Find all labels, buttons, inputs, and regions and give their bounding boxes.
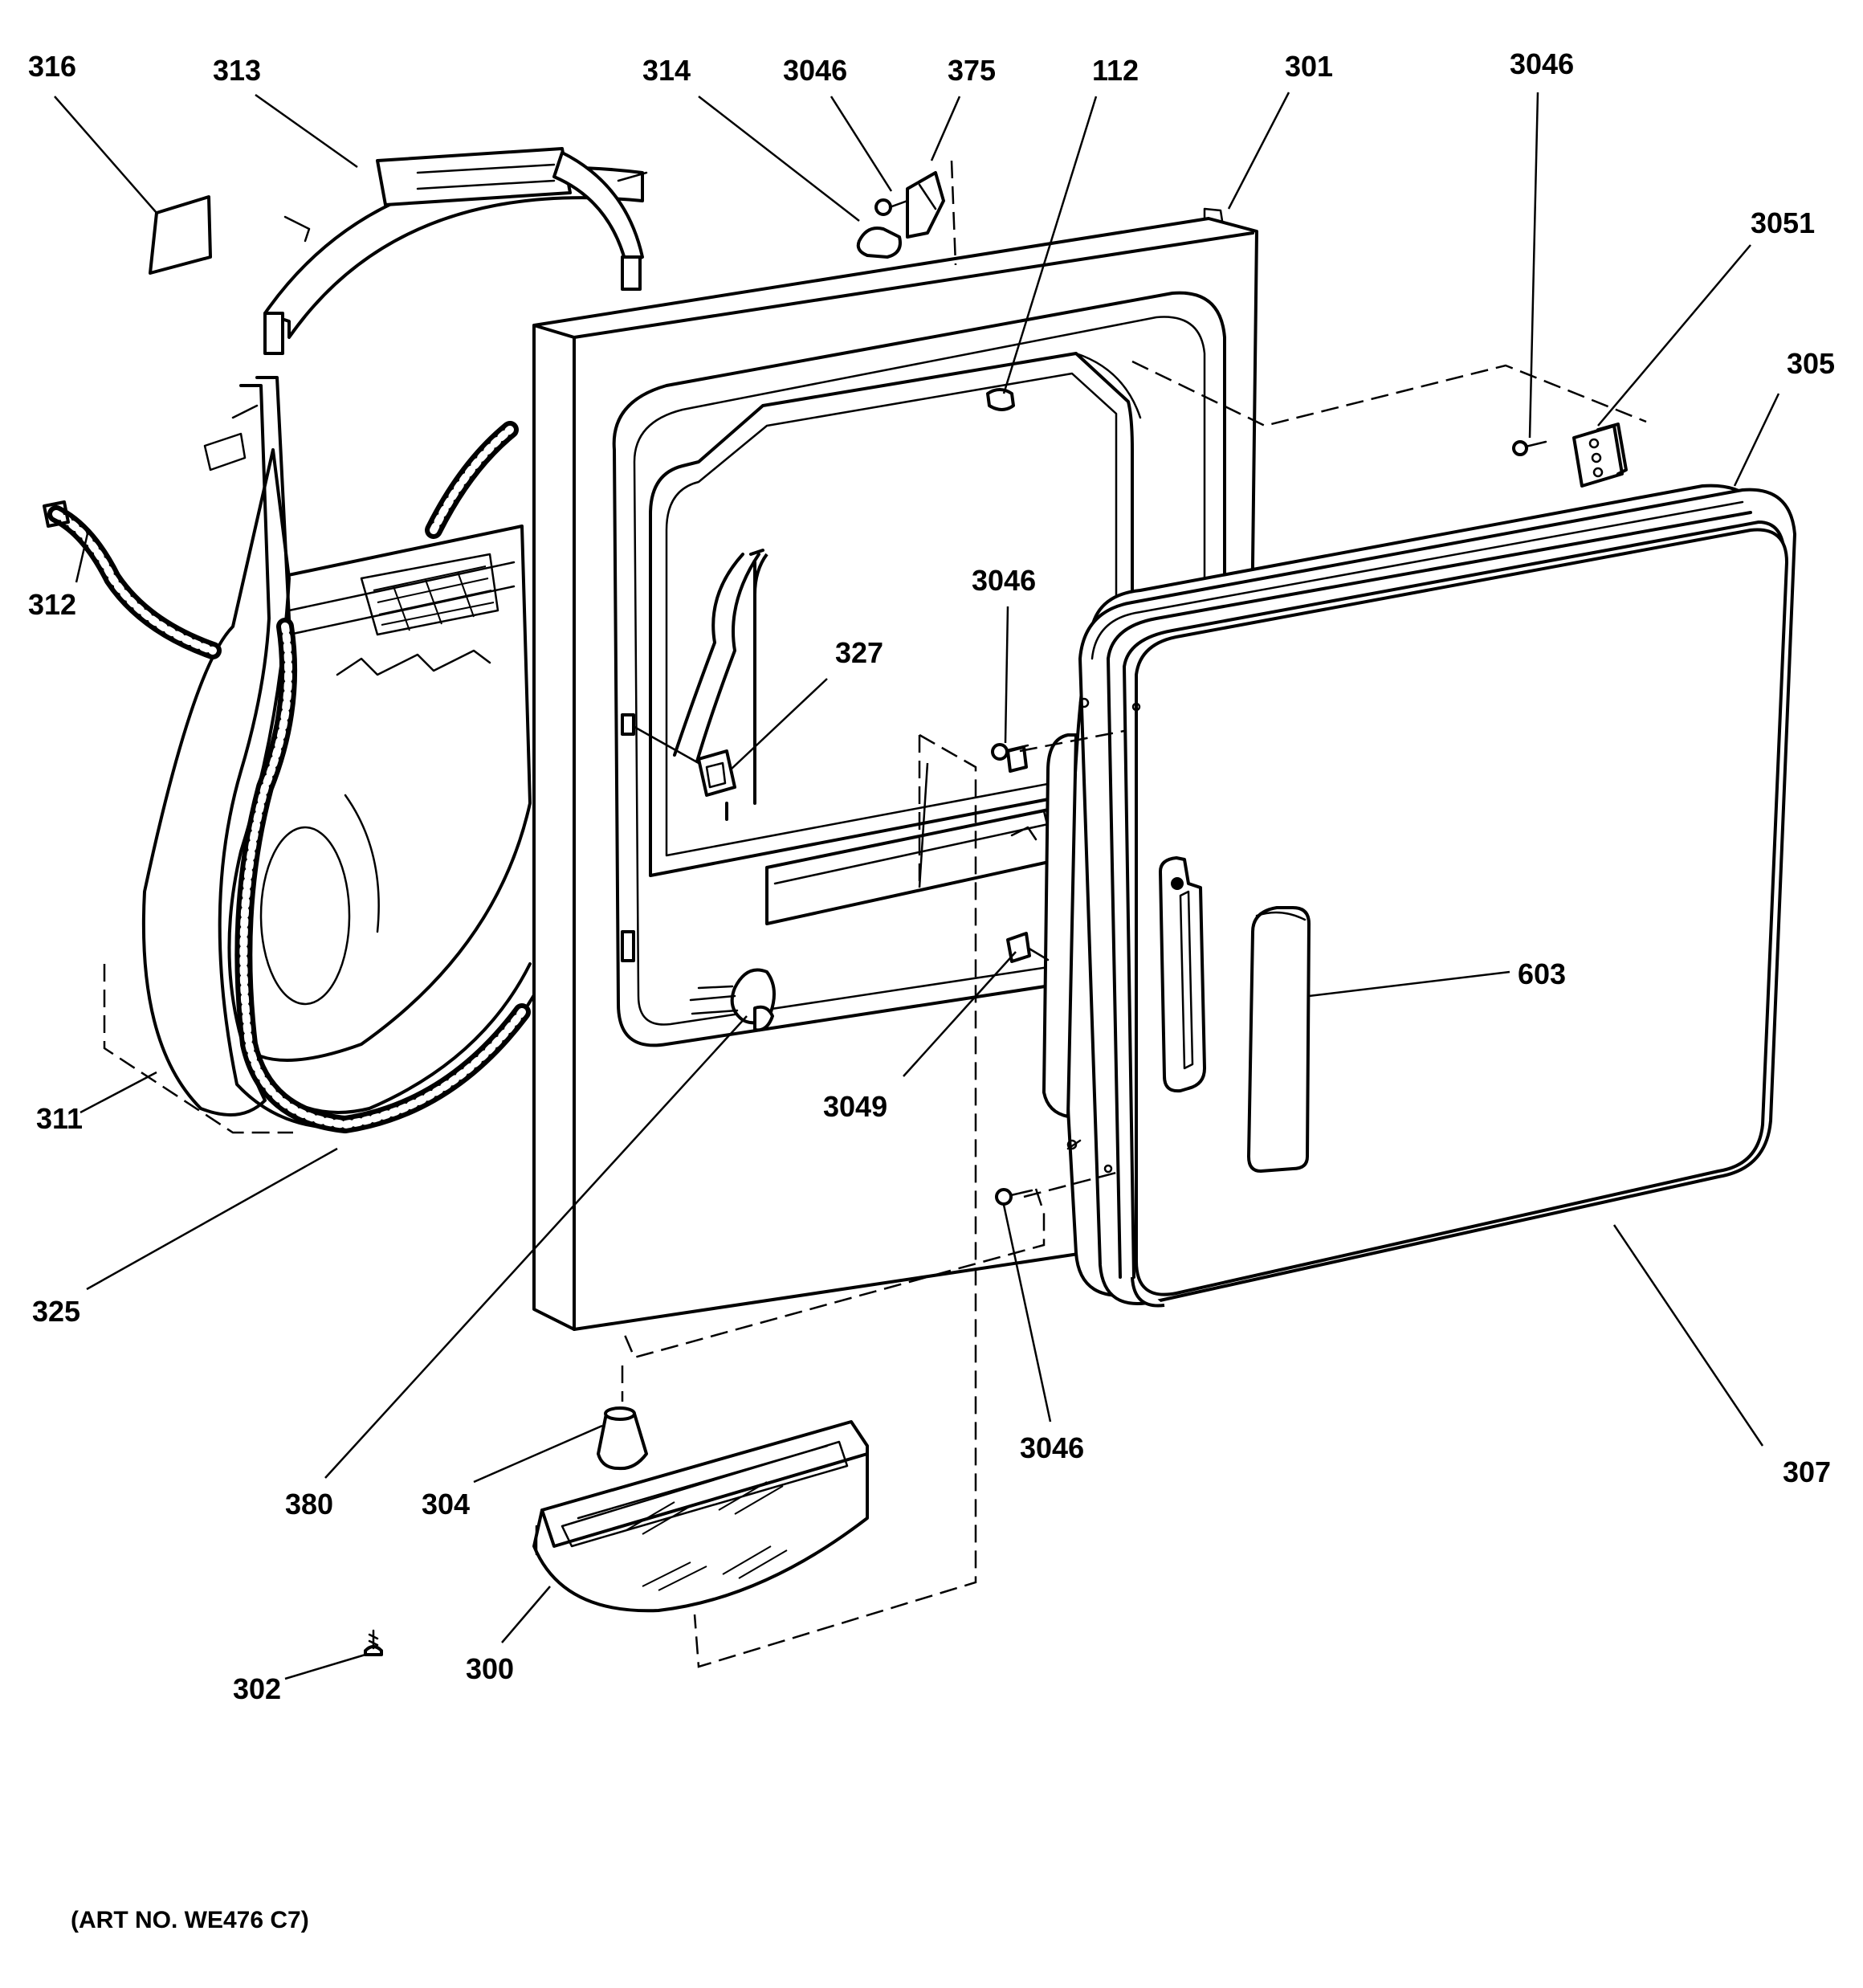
callout-312: 312: [28, 588, 76, 621]
callout-3049: 3049: [823, 1090, 887, 1123]
assembly-lines: [103, 160, 1647, 1668]
callout-112: 112: [1092, 54, 1139, 87]
callout-316: 316: [28, 50, 76, 83]
foam-strip-316: [149, 195, 212, 275]
wire-harness: [43, 500, 222, 659]
callout-314: 314: [642, 54, 691, 87]
callout-325: 325: [32, 1295, 80, 1328]
door-stop-112: [986, 388, 1015, 411]
callout-3046-right: 3046: [1510, 47, 1574, 80]
callout-3046-top: 3046: [783, 54, 847, 87]
callout-300: 300: [466, 1652, 514, 1685]
lint-filter-300: [532, 1420, 869, 1613]
callout-305: 305: [1787, 347, 1835, 380]
callout-313: 313: [213, 54, 261, 87]
screw-3046-lower: [995, 1188, 1033, 1206]
leveling-leg-304: [597, 1406, 648, 1471]
start-switch-380: [689, 968, 776, 1032]
lamp-assembly: [856, 171, 945, 259]
callout-3046-mid: 3046: [972, 564, 1036, 597]
door-switch-327: [633, 725, 736, 797]
drum-front-assembly: [43, 376, 540, 1133]
callout-3046-bottom: 3046: [1020, 1431, 1084, 1464]
screw-302: [364, 1629, 383, 1656]
screw-3046-hinge: [1512, 440, 1547, 456]
callout-311: 311: [36, 1102, 83, 1135]
callout-304: 304: [422, 1488, 470, 1521]
drum-felt-seal: [234, 618, 531, 1133]
callout-380: 380: [285, 1488, 333, 1521]
door-handle-603: [1247, 906, 1311, 1173]
callout-603: 603: [1518, 957, 1566, 990]
callout-302: 302: [233, 1672, 281, 1705]
leader-lines: [54, 92, 1780, 1680]
callout-327: 327: [835, 636, 883, 669]
art-number: (ART NO. WE476 C7): [71, 1907, 309, 1933]
callout-3051: 3051: [1751, 206, 1815, 239]
door-assembly-307: [1050, 484, 1796, 1308]
callout-307: 307: [1783, 1455, 1831, 1488]
callout-301: 301: [1285, 50, 1333, 83]
hinge-bracket-3051: [1572, 423, 1628, 488]
callout-375: 375: [948, 54, 996, 87]
door-side-strip: [1042, 733, 1078, 1118]
screw-3046-upper: [991, 743, 1029, 761]
bulkhead-vent: [360, 553, 499, 636]
top-gasket-strip: [425, 421, 519, 539]
top-bracket-313: [263, 147, 648, 355]
callout-labels: 316 313 314 3046 375 112 301 3046 3051 3…: [28, 47, 1835, 1933]
